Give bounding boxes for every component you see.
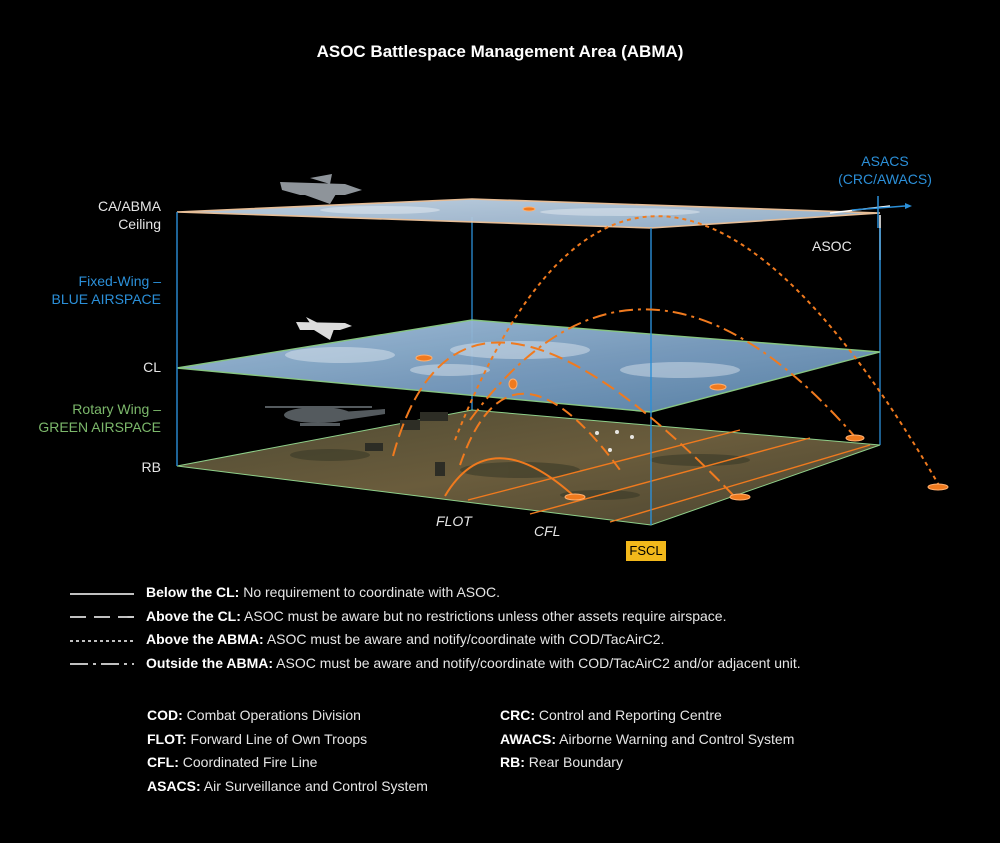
abbr-term: CRC: xyxy=(500,707,535,723)
abbr-item: ASACS: Air Surveillance and Control Syst… xyxy=(147,775,428,799)
rb-label: RB xyxy=(141,459,161,475)
abbr-term: FLOT: xyxy=(147,730,187,747)
abbr-desc: Coordinated Fire Line xyxy=(182,754,318,770)
ground-vehicles xyxy=(365,412,448,476)
abbr-desc: Air Surveillance and Control System xyxy=(203,777,428,794)
legend-line-samples xyxy=(70,593,134,665)
trajectory-below-cl xyxy=(444,457,576,498)
helicopter-icon xyxy=(265,406,385,426)
legend-row-dotted: Above the ABMA: ASOC must be aware and n… xyxy=(70,630,930,654)
abbr-desc: Forward Line of Own Troops xyxy=(190,730,368,747)
fixed-wing-label-line2: BLUE AIRSPACE xyxy=(51,291,161,307)
legend-term: Below the CL: xyxy=(146,584,240,600)
legend-row-dashdot: Outside the ABMA: ASOC must be aware and… xyxy=(70,654,930,678)
trajectory-above-cl-2 xyxy=(459,392,621,471)
abbr-item: FLOT: Forward Line of Own Troops xyxy=(147,728,428,752)
legend-text: Above the ABMA: ASOC must be aware and n… xyxy=(146,630,664,648)
abbr-term: ASACS: xyxy=(147,777,201,794)
abbr-desc: Control and Reporting Centre xyxy=(538,707,722,723)
abbr-desc: Combat Operations Division xyxy=(186,707,361,723)
abbr-item: RB: Rear Boundary xyxy=(500,751,794,775)
abbr-desc: Rear Boundary xyxy=(528,754,623,770)
trajectory-above-abma xyxy=(454,215,941,488)
box-front-edges xyxy=(176,212,652,525)
legend-desc: ASOC must be aware and notify/coordinate… xyxy=(276,654,801,671)
drone-icon xyxy=(296,317,352,340)
ceiling-clouds xyxy=(320,206,700,216)
asacs-indicator xyxy=(829,196,912,280)
cl-label: CL xyxy=(143,359,161,375)
fscl-label: FSCL xyxy=(626,541,666,561)
ceiling-label: CA/ABMA Ceiling xyxy=(60,197,161,233)
legend-text: Above the CL: ASOC must be aware but no … xyxy=(146,607,726,625)
cfl-label: CFL xyxy=(534,523,561,539)
legend-term: Outside the ABMA: xyxy=(146,654,274,671)
asoc-label: ASOC xyxy=(812,238,852,254)
legend-desc: ASOC must be aware but no restrictions u… xyxy=(244,607,727,624)
diagram-title: ASOC Battlespace Management Area (ABMA) xyxy=(316,42,684,61)
abbr-desc: Airborne Warning and Control System xyxy=(559,730,795,747)
trajectories xyxy=(392,215,941,498)
fixed-wing-label: Fixed-Wing – BLUE AIRSPACE xyxy=(30,272,161,308)
abbr-item: CRC: Control and Reporting Centre xyxy=(500,704,794,728)
legend-term: Above the ABMA: xyxy=(146,631,264,647)
fighter-jet-icon xyxy=(280,174,362,204)
abbr-term: RB: xyxy=(500,754,525,770)
rotary-wing-label-line1: Rotary Wing – xyxy=(72,401,161,417)
abbreviations-left: COD: Combat Operations Division FLOT: Fo… xyxy=(147,704,428,798)
abbr-item: CFL: Coordinated Fire Line xyxy=(147,751,428,775)
abbr-term: COD: xyxy=(147,707,183,723)
abbr-item: AWACS: Airborne Warning and Control Syst… xyxy=(500,728,794,752)
legend-term: Above the CL: xyxy=(146,607,241,624)
cl-plane xyxy=(176,319,881,413)
legend-text: Outside the ABMA: ASOC must be aware and… xyxy=(146,654,801,672)
legend-desc: ASOC must be aware and notify/coordinate… xyxy=(266,631,665,647)
fixed-wing-label-line1: Fixed-Wing – xyxy=(78,273,161,289)
abbr-term: AWACS: xyxy=(500,730,556,747)
legend-text: Below the CL: No requirement to coordina… xyxy=(146,583,500,601)
abbr-term: CFL: xyxy=(147,754,179,770)
asacs-label: ASACS (CRC/AWACS) xyxy=(820,152,950,188)
ground-markers xyxy=(595,430,634,452)
legend: Below the CL: No requirement to coordina… xyxy=(70,583,930,677)
ceiling-label-line1: CA/ABMA xyxy=(97,198,161,214)
ground-phase-lines xyxy=(467,429,871,523)
rotary-wing-label: Rotary Wing – GREEN AIRSPACE xyxy=(30,400,161,436)
trajectory-outside-abma xyxy=(469,308,857,439)
ceiling-plane xyxy=(176,198,881,229)
ceiling-label-line2: Ceiling xyxy=(118,216,161,232)
rotary-wing-label-line2: GREEN AIRSPACE xyxy=(38,419,161,435)
cl-clouds xyxy=(285,341,740,378)
legend-row-solid: Below the CL: No requirement to coordina… xyxy=(70,583,930,607)
asacs-label-line1: ASACS xyxy=(861,153,909,169)
abbreviations-right: CRC: Control and Reporting Centre AWACS:… xyxy=(500,704,794,775)
abbr-item: COD: Combat Operations Division xyxy=(147,704,428,728)
trajectory-above-cl-1 xyxy=(392,341,736,498)
legend-desc: No requirement to coordinate with ASOC. xyxy=(243,584,501,600)
asacs-label-line2: (CRC/AWACS) xyxy=(838,171,932,187)
legend-row-dashed: Above the CL: ASOC must be aware but no … xyxy=(70,607,930,631)
impact-points xyxy=(415,206,949,501)
flot-label: FLOT xyxy=(436,513,472,529)
